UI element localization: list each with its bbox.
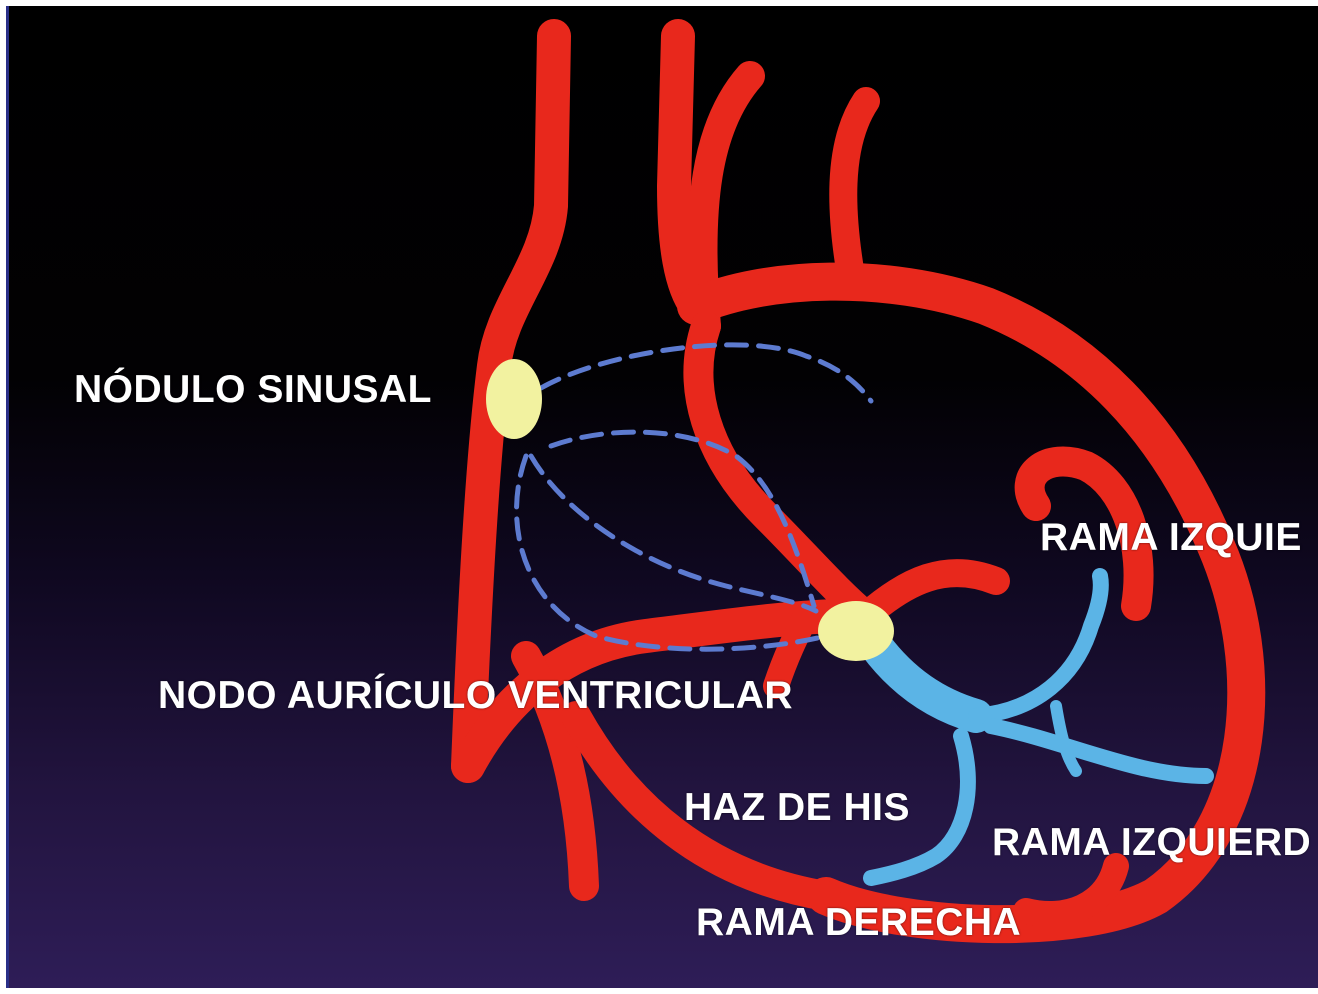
av-septum-branch: [866, 573, 996, 616]
label-left-branch-bottom: RAMA IZQUIERD: [992, 821, 1311, 865]
sinus-node: [486, 359, 542, 439]
left-branch-middle: [1056, 706, 1076, 771]
pulmonary-artery-right: [843, 101, 866, 276]
av-node: [818, 601, 894, 661]
left-branch-lower: [991, 726, 1206, 776]
label-sinus-node: NÓDULO SINUSAL: [74, 368, 432, 412]
left-branch-upper: [976, 576, 1101, 716]
label-his-bundle: HAZ DE HIS: [684, 786, 910, 830]
label-av-node: NODO AURÍCULO VENTRICULAR: [158, 674, 793, 718]
diagram-frame: NÓDULO SINUSAL NODO AURÍCULO VENTRICULAR…: [6, 6, 1318, 988]
left-ventricle-base: [1026, 866, 1116, 914]
label-left-branch-top: RAMA IZQUIE: [1040, 516, 1302, 560]
interatrial-septum: [699, 326, 867, 616]
his-bundle: [876, 646, 976, 716]
label-right-branch: RAMA DERECHA: [696, 901, 1021, 945]
